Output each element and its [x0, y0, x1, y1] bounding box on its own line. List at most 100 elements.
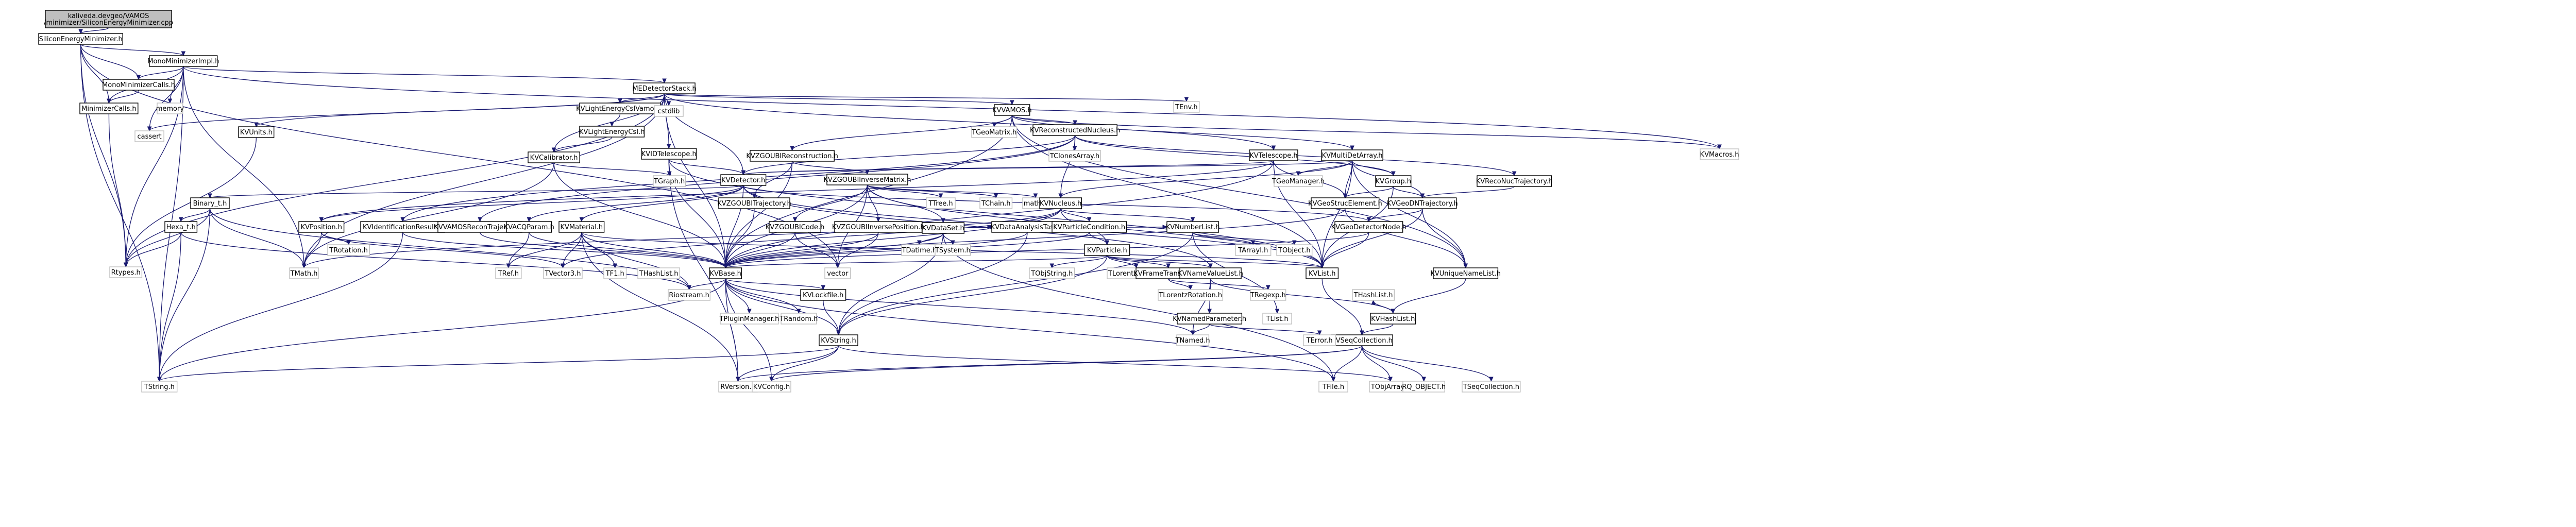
node-kvlockfile-h[interactable]: KVLockfile.h: [800, 289, 846, 301]
edge-arrowhead: [993, 193, 998, 199]
node-hexa-t-h[interactable]: Hexa_t.h: [164, 221, 198, 233]
edge-arrowhead: [1105, 240, 1110, 246]
node-binary-t-h[interactable]: Binary_t.h: [190, 197, 230, 209]
dependency-edge: [581, 232, 726, 268]
node-label: TF1.h: [605, 270, 624, 278]
node-kvdataset-h[interactable]: KVDataSet.h: [922, 222, 965, 234]
dependency-edge: [1361, 345, 1391, 382]
node-kvgeostrucelement-h[interactable]: KVGeoStrucElement.h: [1308, 197, 1382, 209]
node-kvcalibrator-h[interactable]: KVCalibrator.h: [528, 151, 580, 163]
node-kvvamosrecontrajectory-h[interactable]: KVVAMOSReconTrajectory.h: [434, 221, 526, 233]
node-box: [668, 289, 711, 301]
node-minimizercalls-h[interactable]: MinimizerCalls.h: [79, 103, 139, 114]
node-kvlist-h[interactable]: KVList.h: [1306, 267, 1339, 279]
dependency-edge: [725, 233, 944, 268]
node-siliconenergyminimizer-h[interactable]: SiliconEnergyMinimizer.h: [38, 33, 123, 45]
node-kvuniquenamelist-h[interactable]: KVUniqueNameList.h: [1430, 267, 1501, 279]
dependency-edge: [1321, 208, 1423, 268]
dependency-edge: [725, 278, 750, 314]
node-kvhashlist-h[interactable]: KVHashList.h: [1370, 313, 1416, 325]
dependency-edge: [838, 232, 1193, 335]
node-box: [752, 381, 791, 393]
node-kvlightenergycsivamos-h[interactable]: KVLightEnergyCsIVamos.h: [576, 103, 664, 114]
dependency-edge: [943, 233, 1334, 382]
node-kvacqparam-h[interactable]: KVACQParam.h: [504, 221, 554, 233]
dependency-edge: [725, 278, 824, 290]
node-box: [1166, 221, 1219, 233]
dependency-edge: [303, 93, 665, 268]
dependency-edge: [1011, 115, 1353, 150]
node-kvstring-h[interactable]: KVString.h: [819, 334, 858, 346]
node-kvgeodntrajectory-h[interactable]: KVGeoDNTrajectory.h: [1387, 197, 1458, 209]
node-kvparticle-h[interactable]: KVParticle.h: [1084, 244, 1130, 256]
node-monominimizerimpl-h[interactable]: MonoMinimizerImpl.h: [147, 55, 219, 67]
node-label: KVIdentificationResult.h: [363, 224, 443, 231]
node-kvzgoubitrajectory-h[interactable]: KVZGOUBITrajectory.h: [717, 197, 791, 209]
node-kvnumberlist-h[interactable]: KVNumberList.h: [1166, 221, 1220, 233]
dependency-edge: [1422, 186, 1515, 198]
node-box: [1477, 175, 1552, 187]
node-kvreconstructednucleus-h[interactable]: KVReconstructedNucleus.h: [1030, 124, 1120, 136]
dependency-edge: [1298, 160, 1353, 176]
node-label: kaliveda.devgeo/VAMOS: [68, 12, 149, 20]
node-riostream-h: Riostream.h: [668, 289, 711, 301]
edge-arrowhead: [662, 78, 667, 84]
node-thashlist-h: THashList.h: [637, 267, 681, 279]
node-kvgeodetectornode-h[interactable]: KVGeoDetectorNode.h: [1331, 221, 1406, 233]
node-kvvamos-h[interactable]: KVVAMOS.h: [992, 104, 1032, 116]
node-medetectorstack-h[interactable]: MEDetectorStack.h: [632, 82, 697, 94]
dependency-edge: [159, 208, 211, 382]
node-kvzgoubireconstruction-h[interactable]: KVZGOUBIReconstruction.h: [746, 150, 838, 162]
node-kvlightenergycsi-h[interactable]: KVLightEnergyCsI.h: [579, 126, 645, 138]
node-kvunits-h[interactable]: KVUnits.h: [238, 126, 275, 138]
node-box: [800, 289, 846, 301]
node-kvnamevaluelist-h[interactable]: KVNameValueList.h: [1178, 267, 1243, 279]
dependency-edge: [725, 278, 1334, 382]
dependency-edge: [725, 208, 1346, 268]
node-cassert: cassert: [134, 130, 164, 142]
node-kvzgoubiinverseposition-h[interactable]: KVZGOUBIInversePosition.h: [832, 221, 925, 233]
node-kvnamedparameter-h[interactable]: KVNamedParameter.h: [1173, 313, 1246, 325]
node-kvmultidetarray-h[interactable]: KVMultiDetArray.h: [1321, 149, 1383, 161]
node-kvposition-h[interactable]: KVPosition.h: [298, 221, 345, 233]
dependency-edge: [1192, 278, 1211, 335]
node-kvreconuctrajectory-h[interactable]: KVRecoNucTrajectory.h: [1476, 175, 1553, 187]
node-kaliveda-devgeo-vamos: kaliveda.devgeo/VAMOS/minimizer/SiliconE…: [44, 10, 173, 28]
dependency-edge: [737, 345, 1363, 382]
node-kvdataanalysistask-h[interactable]: KVDataAnalysisTask.h: [991, 221, 1064, 233]
node-box: [579, 126, 645, 138]
node-kvbase-h[interactable]: KVBase.h: [709, 267, 742, 279]
node-monominimizercalls-h[interactable]: MonoMinimizerCalls.h: [102, 79, 175, 91]
edge-arrowhead: [1317, 330, 1322, 336]
edge-arrowhead: [1489, 377, 1494, 382]
node-kvmaterial-h[interactable]: KVMaterial.h: [558, 221, 605, 233]
edge-arrowhead: [836, 330, 841, 336]
node-box: [653, 175, 686, 187]
dependency-edge: [725, 232, 879, 268]
node-box: [45, 10, 172, 28]
node-box: [1700, 148, 1739, 160]
node-label: TSeqCollection.h: [1463, 383, 1519, 391]
node-kvparticlecondition-h[interactable]: KVParticleCondition.h: [1052, 221, 1127, 233]
edge-arrowhead: [1058, 193, 1063, 199]
node-vector: vector: [824, 267, 851, 279]
dependency-edge: [159, 232, 403, 382]
dependency-edge: [80, 44, 110, 104]
node-kvgroup-h[interactable]: KVGroup.h: [1375, 175, 1412, 187]
node-kvzgoubiinversematrix-h[interactable]: KVZGOUBIInverseMatrix.h: [823, 174, 911, 185]
edge-arrowhead: [1266, 285, 1270, 291]
node-kvidtelescope-h[interactable]: KVIDTelescope.h: [641, 148, 697, 160]
dependency-edge: [479, 135, 1076, 222]
node-kvtelescope-h[interactable]: KVTelescope.h: [1249, 149, 1298, 161]
node-label: KVConfig.h: [753, 383, 790, 391]
node-label: KVPosition.h: [301, 224, 342, 231]
node-kvdetector-h[interactable]: KVDetector.h: [720, 174, 767, 186]
node-label: Riostream.h: [669, 292, 709, 299]
node-kvzgoubicode-h[interactable]: KVZGOUBICode.h: [766, 221, 825, 233]
node-kvidentificationresult-h[interactable]: KVIdentificationResult.h: [360, 221, 445, 233]
node-box: [495, 267, 522, 279]
edge-arrowhead: [1134, 263, 1139, 269]
node-kvseqcollection-h[interactable]: KVSeqCollection.h: [1331, 334, 1393, 346]
node-label: TChain.h: [981, 200, 1011, 208]
node-kvnucleus-h[interactable]: KVNucleus.h: [1039, 197, 1082, 209]
